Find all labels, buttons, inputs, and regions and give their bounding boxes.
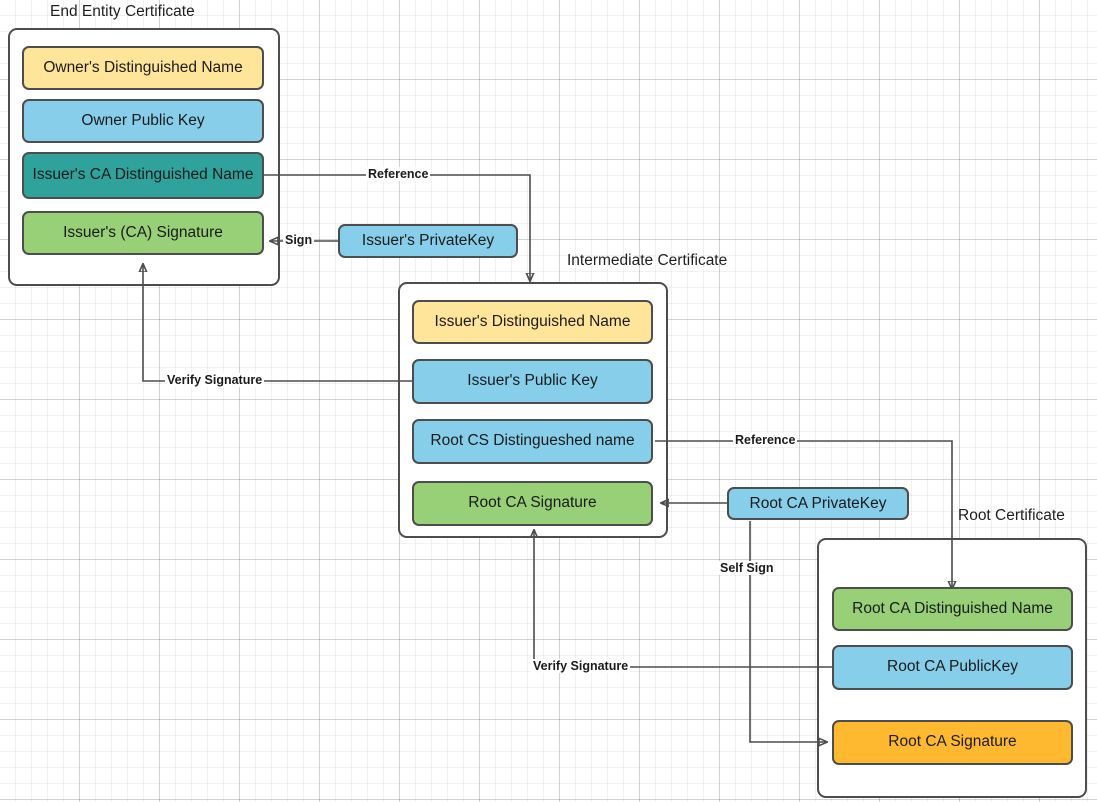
edge-label-ee-reference: Reference xyxy=(366,167,431,181)
field-issuers-public-key[interactable]: Issuer's Public Key xyxy=(412,359,653,404)
key-issuers-privatekey[interactable]: Issuer's PrivateKey xyxy=(338,224,518,258)
field-intermediate-root-ca-signature[interactable]: Root CA Signature xyxy=(412,481,653,526)
edge-label-ee-sign: Sign xyxy=(283,233,315,247)
edge-root-self-sign xyxy=(749,521,827,742)
field-issuers-ca-signature[interactable]: Issuer's (CA) Signature xyxy=(22,211,264,255)
cert-title-intermediate: Intermediate Certificate xyxy=(567,252,728,269)
key-root-ca-privatekey[interactable]: Root CA PrivateKey xyxy=(727,487,909,520)
field-issuers-distinguished-name[interactable]: Issuer's Distinguished Name xyxy=(412,300,653,344)
edge-label-int-reference: Reference xyxy=(733,433,798,447)
edge-label-int-verify: Verify Signature xyxy=(531,659,631,673)
field-owners-distinguished-name[interactable]: Owner's Distinguished Name xyxy=(22,46,264,90)
cert-title-root: Root Certificate xyxy=(958,507,1065,524)
field-root-ca-publickey[interactable]: Root CA PublicKey xyxy=(832,645,1073,690)
edge-label-ee-verify: Verify Signature xyxy=(165,373,265,387)
cert-title-end-entity: End Entity Certificate xyxy=(50,3,195,20)
edge-int-verify xyxy=(534,530,833,668)
field-issuers-ca-distinguished-name[interactable]: Issuer's CA Distinguished Name xyxy=(22,152,264,199)
field-root-ca-distinguished-name[interactable]: Root CA Distinguished Name xyxy=(832,587,1073,631)
field-owner-public-key[interactable]: Owner Public Key xyxy=(22,99,264,143)
field-root-cs-distingueshed-name[interactable]: Root CS Distingueshed name xyxy=(412,419,653,464)
edge-label-root-self-sign: Self Sign xyxy=(718,561,776,575)
field-root-ca-signature[interactable]: Root CA Signature xyxy=(832,720,1073,765)
